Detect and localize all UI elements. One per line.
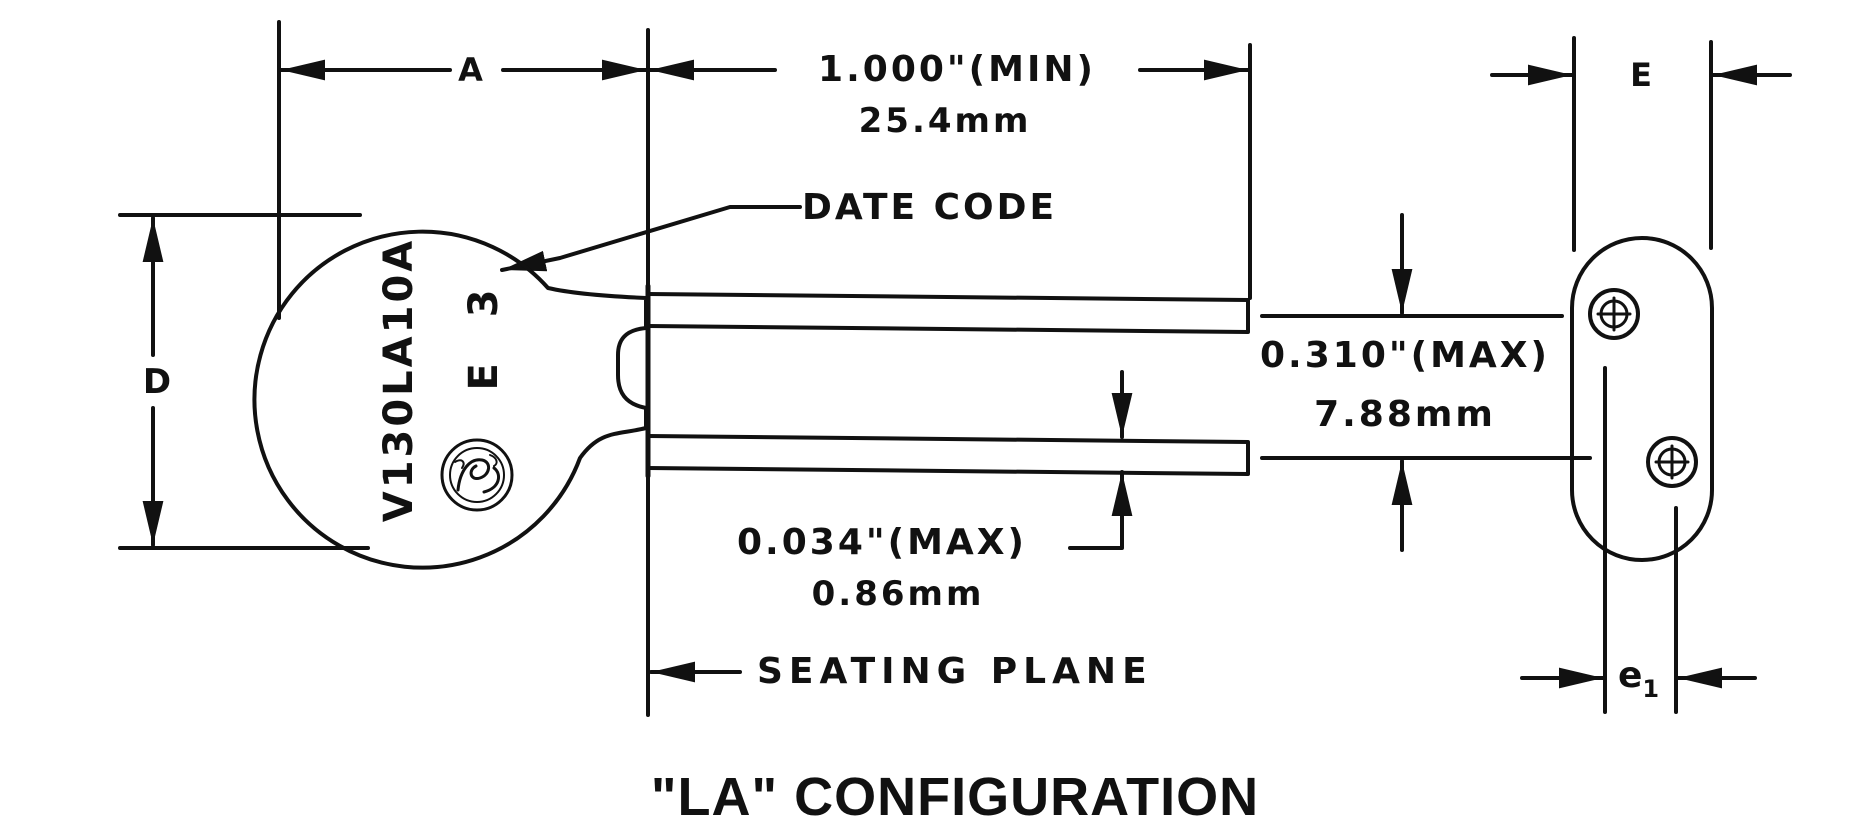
lead-diameter-inch-label: 0.034"(MAX) [737, 522, 1027, 563]
lead-length-inch-label: 1.000"(MIN) [818, 49, 1096, 90]
lower-lead-end-view [1646, 436, 1698, 488]
dim-d-label: D [142, 362, 172, 402]
lead-spacing-inch-label: 0.310"(MAX) [1260, 335, 1550, 376]
dim-e1-letter: e [1618, 655, 1643, 696]
lead-spacing-mm-label: 7.88mm [1314, 394, 1496, 435]
dim-a-label: A [458, 51, 486, 89]
side-view-body [1570, 236, 1714, 562]
date-code-label: DATE CODE [802, 187, 1058, 228]
seating-plane-label: SEATING PLANE [757, 651, 1153, 692]
lower-lead [646, 434, 1250, 476]
upper-lead [646, 292, 1250, 334]
part-number-marking: V130LA10A [376, 238, 422, 523]
lead-diameter-mm-label: 0.86mm [811, 574, 985, 614]
date-code-leader [500, 205, 802, 272]
dim-e-label: E [1630, 56, 1652, 94]
date-code-marking: E 3 [461, 273, 507, 390]
dim-e1-label: e1 [1618, 655, 1660, 703]
ge-logo [440, 438, 514, 512]
varistor-disc-body [252, 229, 648, 570]
diagram-title: "LA" CONFIGURATION [650, 767, 1260, 827]
lead-dia-leader [1068, 518, 1124, 550]
lead-length-mm-label: 25.4mm [858, 101, 1032, 141]
upper-lead-end-view [1588, 288, 1640, 340]
dim-e1-subscript: 1 [1642, 675, 1660, 703]
